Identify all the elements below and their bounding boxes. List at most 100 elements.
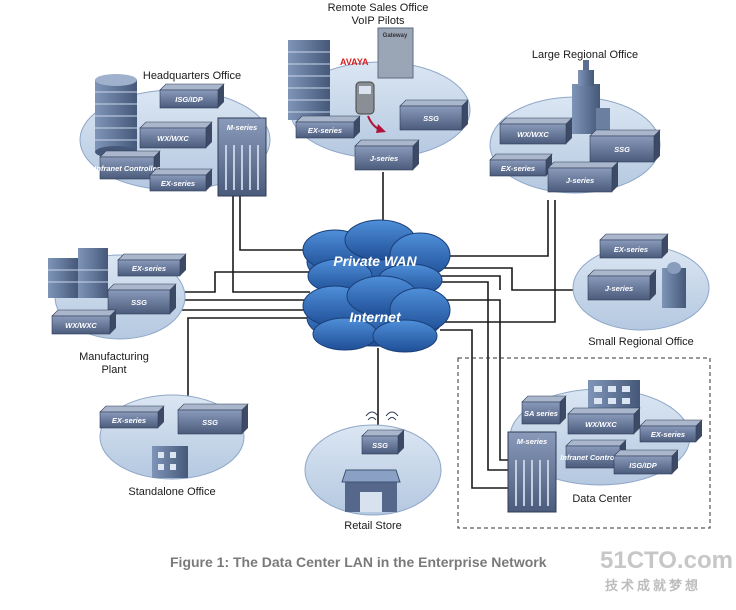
avaya-label: AVAYA	[340, 57, 369, 67]
dc-sa-device: SA series	[521, 395, 567, 425]
standalone-ssg-device-label: SSG	[202, 418, 218, 427]
large-site-label: Large Regional Office	[532, 49, 638, 61]
large-wx-device: WX/WXC	[499, 117, 573, 145]
mfg-ssg-device: SSG	[107, 283, 177, 315]
hq-idp-device-body	[159, 89, 219, 109]
gateway-icon: Gateway	[377, 27, 414, 79]
large-j-device-label: J-series	[566, 176, 594, 185]
dc-ex-device-top	[639, 419, 703, 427]
large-wx-device-label: WX/WXC	[517, 130, 549, 139]
remote-site-label-line2: VoIP Pilots	[352, 15, 405, 27]
mfg-ex-device-top	[117, 253, 187, 261]
mfg-ssg-device-label: SSG	[131, 298, 147, 307]
standalone-ssg-device-side	[242, 404, 248, 434]
remote-j-device-side	[413, 140, 419, 170]
large-ex-device-body	[489, 159, 547, 177]
remote-ssg-device-body	[399, 105, 463, 131]
hq-ex-device-top	[149, 168, 213, 176]
remote-j-device-body	[354, 145, 414, 171]
small-j-device-side	[650, 270, 656, 300]
dc-ex-device-label: EX-series	[651, 430, 685, 439]
retail-ssg-device-body	[361, 435, 399, 455]
datacenter-building-icon	[588, 380, 640, 412]
dc-ex-device: EX-series	[639, 419, 703, 443]
dc-m-series-chassis: M-series	[507, 431, 557, 513]
retail-site-label: Retail Store	[344, 520, 401, 532]
remote-j-device: J-series	[354, 139, 420, 171]
small-ex-device-body	[599, 239, 663, 259]
small-ex-device: EX-series	[599, 233, 669, 259]
standalone-ssg-device: SSG	[177, 403, 249, 435]
dc-ic-device-top	[565, 439, 627, 447]
hq-idp-device: ISG/IDP	[159, 83, 225, 109]
figure-caption: Figure 1: The Data Center LAN in the Ent…	[170, 554, 547, 570]
large-j-device-top	[547, 161, 619, 169]
dc-idp-device-top	[613, 449, 679, 457]
large-ex-device-top	[489, 153, 553, 161]
dc-wx-device-top	[567, 407, 641, 415]
small-ex-device-side	[662, 234, 668, 258]
hq-ex-device-side	[206, 169, 212, 191]
dc-sa-device-body	[521, 401, 561, 425]
hq-wx-device-label: WX/WXC	[157, 134, 189, 143]
mfg-ex-device-body	[117, 259, 181, 277]
large-wx-device-side	[566, 118, 572, 144]
mfg-wx-device-label: WX/WXC	[65, 321, 97, 330]
dc-ex-device-body	[639, 425, 697, 443]
retail-ssg-device: SSG	[361, 429, 405, 455]
retail-store-icon	[341, 469, 401, 512]
internet-label: Internet	[349, 309, 402, 325]
standalone-ex-device-body	[99, 411, 159, 429]
hq-m-series-label: M-series	[227, 123, 257, 132]
dc-ex-device-side	[696, 420, 702, 442]
dc-wx-device-side	[634, 408, 640, 434]
mfg-wx-device-top	[51, 309, 117, 317]
remote-ex-device-body	[295, 121, 355, 139]
large-ex-device-label: EX-series	[501, 164, 535, 173]
remote-ex-device-top	[295, 115, 361, 123]
mfg-wx-device-side	[110, 310, 116, 334]
dc-wx-device-body	[567, 413, 635, 435]
large-j-device-body	[547, 167, 613, 193]
wifi-icon	[365, 411, 399, 421]
dc-wx-device: WX/WXC	[567, 407, 641, 435]
mfg-ex-device: EX-series	[117, 253, 187, 277]
hq-wx-device: WX/WXC	[139, 121, 213, 149]
dc-sa-device-top	[521, 395, 567, 403]
voip-arrow-head	[376, 124, 386, 133]
hq-idp-device-side	[218, 84, 224, 108]
mfg-site-label-line1: Manufacturing	[79, 351, 149, 363]
retail-ssg-device-top	[361, 429, 405, 437]
manufacturing-building-icon	[48, 248, 108, 298]
standalone-ssg-device-top	[177, 403, 249, 411]
hq-ex-device-label: EX-series	[161, 179, 195, 188]
dc-sa-device-side	[560, 396, 566, 424]
ip-phone-icon	[355, 81, 375, 115]
hq-ic-device-body	[99, 156, 155, 180]
small-ex-device-top	[599, 233, 669, 241]
mfg-site-label-line2: Plant	[101, 364, 126, 376]
hq-wx-device-side	[206, 122, 212, 148]
remote-j-device-label: J-series	[370, 154, 398, 163]
large-ssg-device-side	[654, 130, 660, 162]
mfg-ex-device-label: EX-series	[132, 264, 166, 273]
hq-site-label: Headquarters Office	[143, 70, 241, 82]
mfg-wx-device: WX/WXC	[51, 309, 117, 335]
hq-idp-device-top	[159, 83, 225, 91]
hq-ic-device-label: Infranet Controller	[94, 164, 161, 173]
remote-ssg-device-top	[399, 99, 469, 107]
standalone-ex-device-side	[158, 406, 164, 428]
watermark-tagline: 技术成就梦想	[605, 578, 701, 593]
internet-cloud	[302, 275, 451, 353]
mfg-wx-device-body	[51, 315, 111, 335]
remote-ssg-device-label: SSG	[423, 114, 439, 123]
remote-j-device-top	[354, 139, 420, 147]
remote-ex-device-side	[354, 116, 360, 138]
standalone-building-icon	[152, 446, 188, 478]
dc-sa-device-label: SA series	[524, 409, 558, 418]
small-site-label: Small Regional Office	[588, 336, 694, 348]
mfg-ssg-device-top	[107, 283, 177, 291]
hq-idp-device-label: ISG/IDP	[175, 95, 204, 104]
